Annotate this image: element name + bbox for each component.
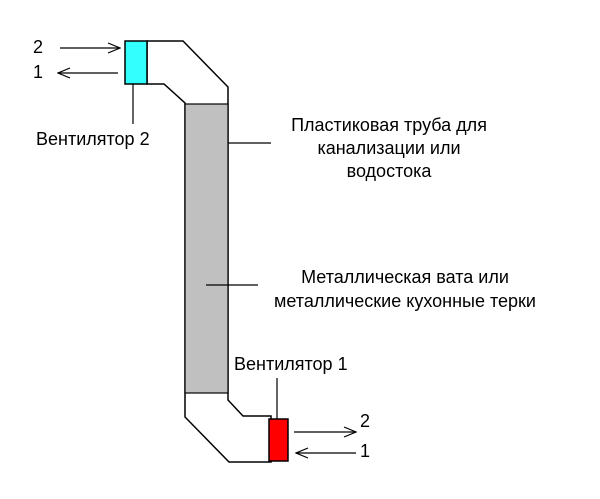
bottom-arrow-in-number: 2: [360, 411, 370, 431]
bottom-arrow-out-number: 1: [360, 441, 370, 461]
metal-wool-filler: [184, 103, 229, 394]
fan1-label: Вентилятор 1: [234, 354, 348, 374]
fan2-label: Вентилятор 2: [36, 129, 150, 149]
top-arrow-in-number: 2: [33, 37, 43, 57]
wool-label-line1: Металлическая вата или: [301, 267, 509, 287]
wool-label-line2: металлические кухонные терки: [274, 291, 536, 311]
top-arrow-out-number: 1: [33, 62, 43, 82]
pipe-label-line1: Пластиковая труба для: [291, 115, 487, 135]
pipe-label-line2: канализации или: [317, 138, 460, 158]
fan-1: [268, 418, 289, 462]
pipe-label-line3: водостока: [347, 161, 433, 181]
fan-2: [124, 40, 148, 85]
